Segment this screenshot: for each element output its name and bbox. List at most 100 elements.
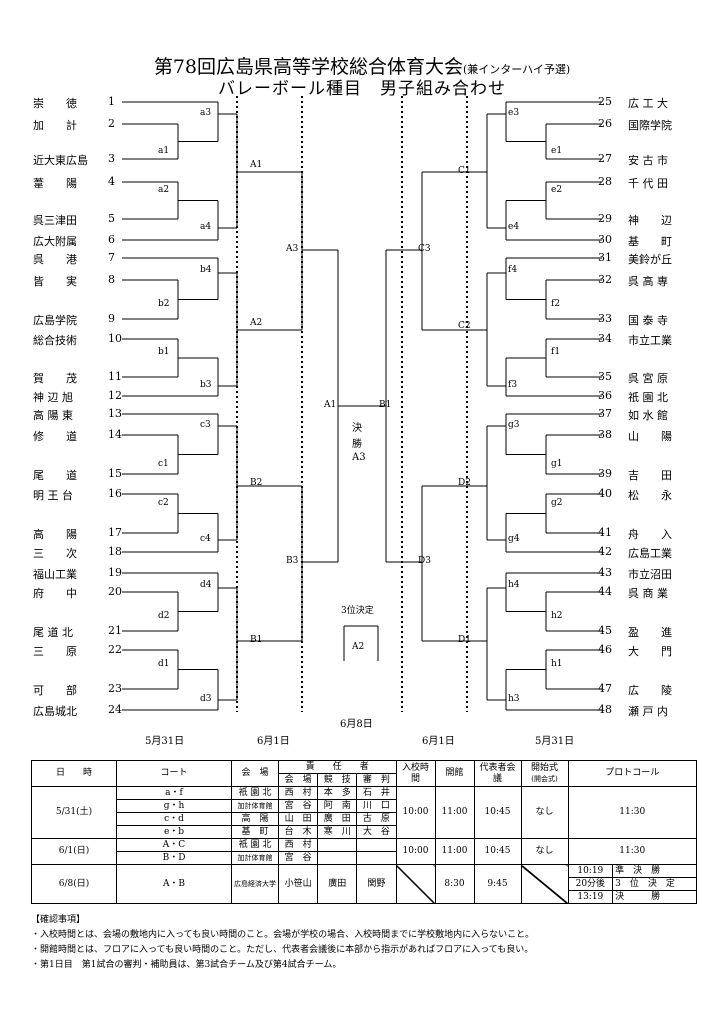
match-label: d3 (200, 694, 212, 704)
day2-entry: 10:00 (395, 838, 436, 865)
final-label-text: A3 (352, 452, 366, 463)
right-team-name: 広 陵 (628, 684, 672, 697)
left-team-name: 賀 茂 (33, 372, 77, 385)
right-team-number: 27 (598, 152, 612, 165)
cell-resp-judge: 石 井 (356, 786, 397, 800)
right-team-number: 36 (598, 389, 612, 402)
cell-resp-venue: 西 村 (277, 786, 319, 800)
right-team-name: 呉 宮 原 (628, 372, 668, 385)
third-place-label: A2 (352, 642, 365, 652)
left-team-name: 府 中 (33, 587, 77, 600)
left-team-name: 総合技術 (33, 334, 77, 347)
match-label: c3 (200, 420, 211, 430)
table-header-row: 日 時 コート 会 場 責 任 者 入校時間 開館 代表者会 議 開始式(開会式… (31, 760, 698, 787)
left-team-name: 明 王 台 (33, 489, 73, 502)
day2-ceremony: なし (520, 838, 569, 865)
cell-resp-judge: 古 原 (356, 812, 397, 826)
right-team-name: 美鈴が丘 (628, 253, 672, 266)
left-team-number: 2 (108, 117, 115, 130)
table-row: c・d 高 陽 山 田 廣 田 古 原 (32, 812, 697, 826)
match-label: d4 (200, 580, 212, 590)
right-team-number: 42 (598, 545, 612, 558)
match-label: e1 (551, 145, 563, 156)
header-entry-time: 入校時間 (395, 760, 436, 787)
day1-date: 5/31(土) (31, 786, 117, 839)
day3-resp-venue: 小笹山 (277, 864, 319, 904)
left-team-number: 10 (108, 332, 122, 345)
notes-section: 【確認事項】 ・入校時間とは、会場の敷地内に入っても良い時間のこと。会場が学校の… (31, 913, 534, 973)
left-team-name: 高 陽 (33, 528, 77, 541)
match-label: g3 (508, 420, 520, 430)
table-row: 6/1(日) A・C 祇 園 北 西 村 10:00 11:00 10:45 な… (31, 838, 698, 865)
cell-resp-comp: 廣 田 (317, 812, 358, 826)
match-label: h4 (508, 580, 520, 590)
day3-resp-comp: 廣田 (317, 864, 358, 904)
day3-date: 6/8(日) (31, 864, 117, 904)
date-label-final: 6月8日 (340, 719, 373, 730)
right-team-name: 瀬 戸 内 (628, 705, 668, 718)
round-label: B3 (286, 556, 299, 566)
left-team-number: 12 (108, 389, 122, 402)
match-label: a3 (200, 108, 212, 118)
left-team-number: 3 (108, 152, 115, 165)
notes-heading: 【確認事項】 (31, 915, 86, 925)
note-line: ・入校時間とは、会場の敷地内に入っても良い時間のこと。会場が学校の場合、入校時間… (31, 930, 535, 940)
cell-resp-venue: 宮 谷 (277, 799, 319, 813)
header-resp-venue: 会 場 (277, 773, 319, 787)
day2-protocol: 11:30 (567, 838, 698, 865)
match-label: d1 (158, 658, 170, 669)
cell-empty (317, 838, 358, 852)
day3-time: 20分後 (567, 877, 614, 891)
match-label: h1 (551, 658, 563, 669)
cell-resp-comp: 阿 南 (317, 799, 358, 813)
left-team-name: 広大附属 (33, 235, 77, 248)
left-team-number: 6 (108, 233, 115, 246)
left-team-name: 呉 港 (33, 253, 77, 266)
cell-resp-venue: 台 木 (277, 825, 319, 839)
left-team-name: 皆 実 (33, 275, 77, 288)
final-label-left: A1 (324, 400, 337, 410)
left-team-number: 18 (108, 545, 122, 558)
left-team-number: 19 (108, 566, 122, 579)
round-label: C2 (458, 321, 471, 331)
left-team-number: 9 (108, 312, 115, 325)
day2-date: 6/1(日) (31, 838, 117, 865)
cell-resp-venue: 山 田 (277, 812, 319, 826)
cell-resp-judge: 川 口 (356, 799, 397, 813)
left-team-number: 8 (108, 273, 115, 286)
right-team-name: 呉 商 業 (628, 587, 668, 600)
final-label-text: 勝 (352, 439, 362, 450)
cell-venue: 祇 園 北 (231, 786, 279, 800)
match-label: e4 (508, 222, 520, 232)
header-open: 開館 (434, 760, 475, 787)
right-team-number: 29 (598, 212, 612, 225)
right-team-number: 48 (598, 703, 612, 716)
cell-resp-comp: 寒 川 (317, 825, 358, 839)
cell-court: B・D (116, 851, 232, 865)
match-label: g2 (551, 497, 563, 508)
right-team-number: 44 (598, 585, 612, 598)
right-team-number: 32 (598, 273, 612, 286)
round-label: C1 (458, 166, 471, 176)
left-team-name: 崇 徳 (33, 97, 77, 110)
round-label: A3 (286, 244, 299, 254)
header-responsible: 責 任 者 (278, 760, 397, 774)
day3-event: 決 勝 (612, 890, 697, 904)
date-label-day2-right: 6月1日 (422, 736, 455, 747)
day3-venue: 広島経済大学 (231, 864, 279, 904)
day2-open: 11:00 (434, 838, 475, 865)
left-team-number: 5 (108, 212, 115, 225)
header-protocol: プロトコール (567, 760, 698, 787)
right-team-number: 35 (598, 370, 612, 383)
right-team-number: 26 (598, 117, 612, 130)
cell-resp-judge: 大 谷 (356, 825, 397, 839)
right-team-number: 39 (598, 467, 612, 480)
day3-time: 13:19 (567, 890, 614, 904)
right-team-name: 基 町 (628, 235, 672, 248)
left-team-name: 三 原 (33, 645, 77, 658)
left-team-name: 修 道 (33, 430, 77, 443)
left-team-number: 1 (108, 95, 115, 108)
note-line: ・開館時間とは、フロアに入っても良い時間のこと。ただし、代表者会議後に本部から指… (31, 945, 534, 955)
right-team-name: 如 水 館 (628, 409, 668, 422)
header-ceremony: 開始式(開会式) (520, 760, 569, 787)
